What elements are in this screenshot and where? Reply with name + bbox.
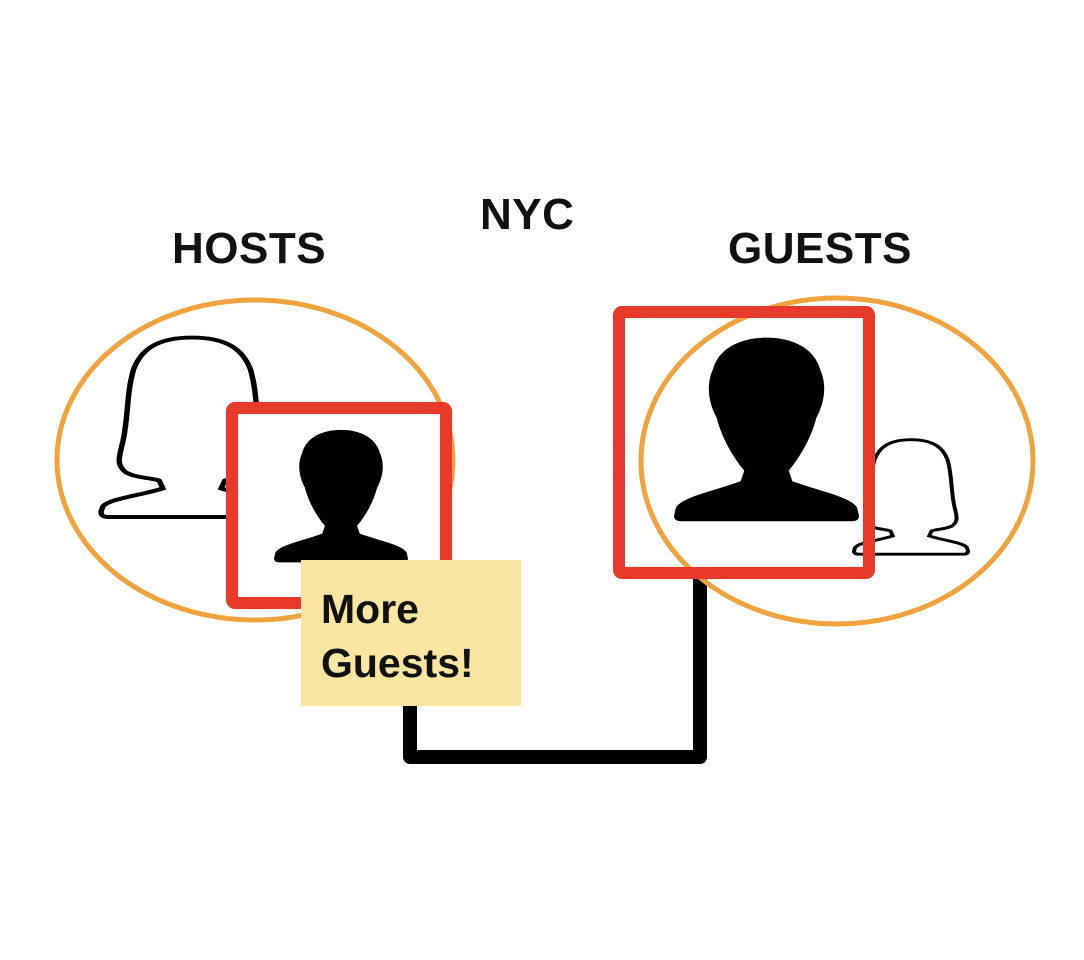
connector-line xyxy=(403,568,707,764)
hosts-ellipse xyxy=(54,297,456,623)
male-person-filled-icon xyxy=(674,337,859,522)
note-line-1: More xyxy=(321,586,419,632)
city-label: NYC xyxy=(480,190,575,239)
guests-group xyxy=(613,295,1036,627)
guests-ellipse xyxy=(638,295,1036,627)
hosts-label: HOSTS xyxy=(172,224,327,273)
guests-label: GUESTS xyxy=(728,224,912,273)
note-line-2: Guests! xyxy=(321,640,474,686)
guests-highlight-box xyxy=(613,306,875,579)
more-guests-note: More Guests! xyxy=(301,560,521,706)
